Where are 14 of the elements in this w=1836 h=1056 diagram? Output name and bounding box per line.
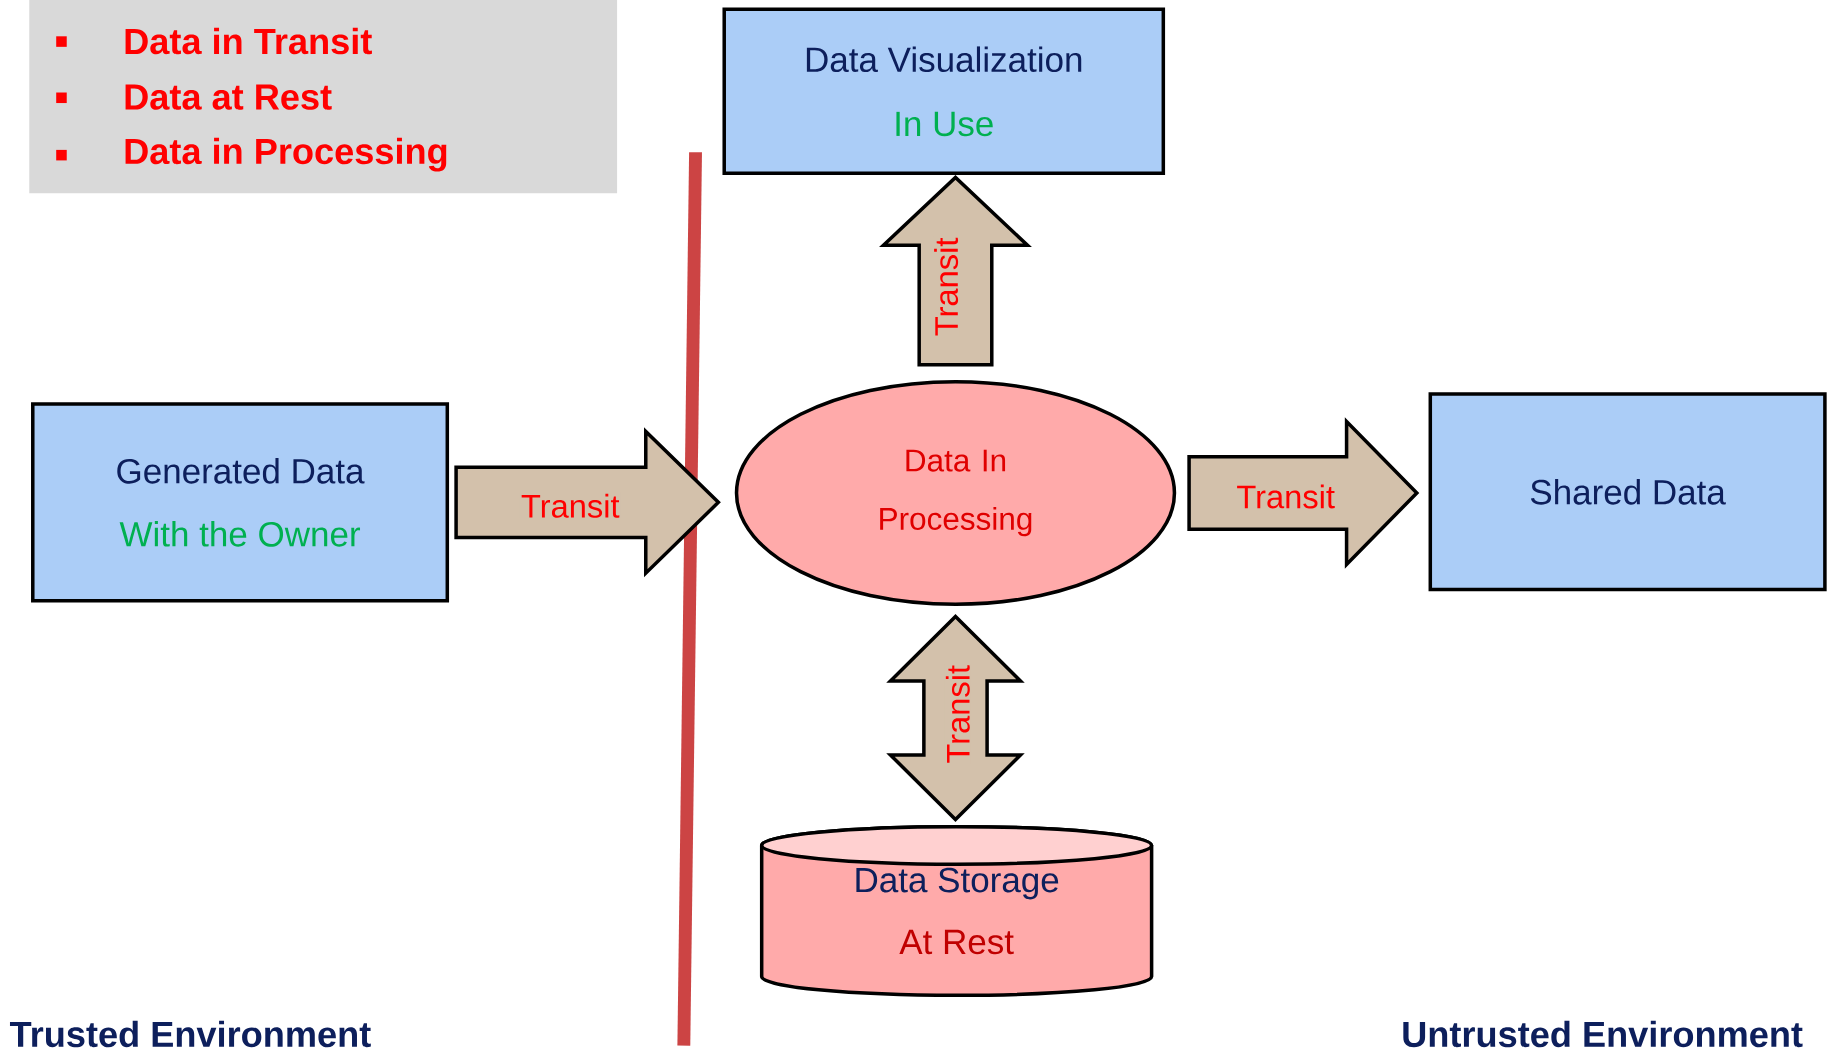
storage-cylinder: Data Storage At Rest xyxy=(759,824,1154,998)
process-box: Generated Data With the Owner xyxy=(31,402,450,603)
list-item: Data at Rest xyxy=(56,84,332,110)
region-label: Untrusted Environment xyxy=(1403,1020,1803,1048)
edge-label: Transit xyxy=(944,663,971,765)
region-label: Trusted Environment xyxy=(10,1020,371,1048)
edge-label: Transit xyxy=(519,492,621,519)
process-box: Data Visualization In Use xyxy=(722,7,1166,176)
block-arrow xyxy=(454,427,721,578)
edge-label: Transit xyxy=(933,236,960,338)
process-box: Shared Data xyxy=(1428,392,1827,592)
edge-label: Transit xyxy=(1235,483,1336,510)
list-item: Data in Transit xyxy=(56,27,372,55)
list-item: Data in Processing xyxy=(56,137,447,172)
